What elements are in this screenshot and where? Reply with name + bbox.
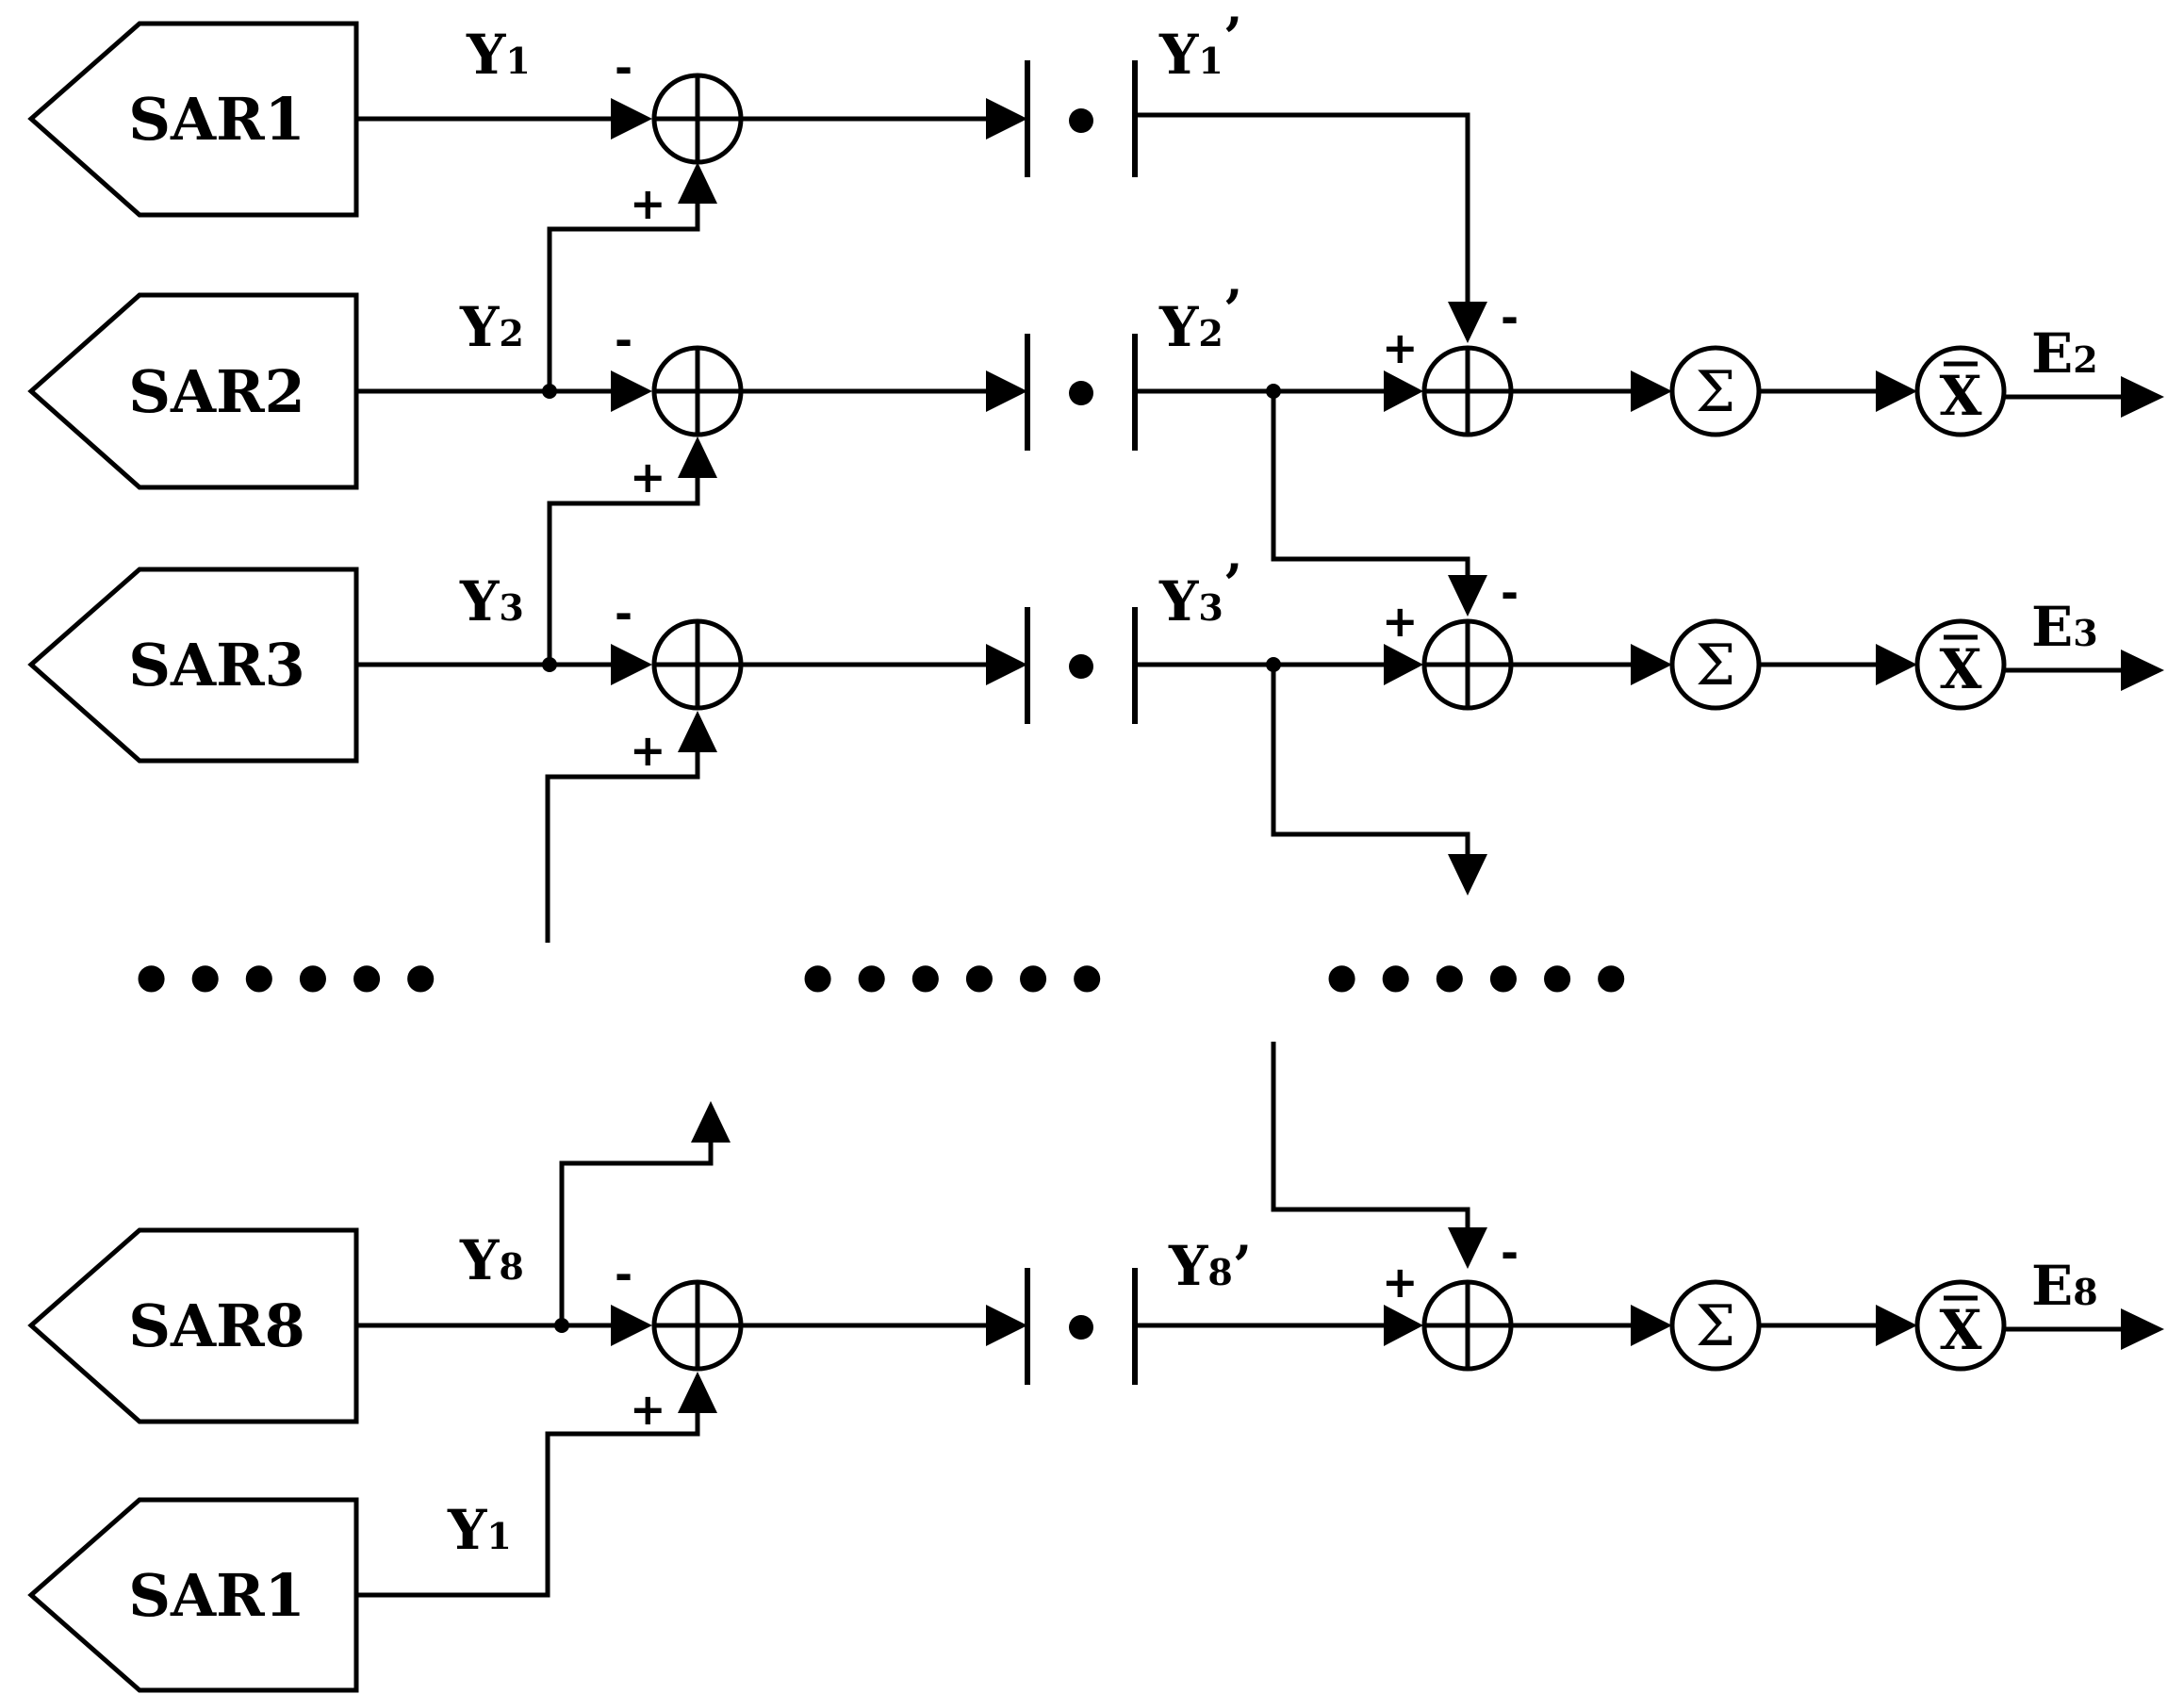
signal-y2: Y2 bbox=[459, 295, 524, 359]
abs-block-3 bbox=[1025, 607, 1138, 724]
minus-sign: - bbox=[1501, 1227, 1519, 1278]
sar1-box: SAR1 bbox=[27, 21, 359, 218]
ellipsis-sources: •••••• bbox=[127, 937, 451, 1025]
minus-sign: - bbox=[615, 42, 632, 93]
sar1-label: SAR1 bbox=[128, 85, 305, 154]
mean-block-2: X bbox=[1914, 345, 2007, 437]
ellipsis-abs: •••••• bbox=[794, 937, 1117, 1025]
minus-sign: - bbox=[615, 588, 632, 639]
ellipsis-diff: •••••• bbox=[1318, 937, 1641, 1025]
mean-block-3: X bbox=[1914, 618, 2007, 711]
sar3-label: SAR3 bbox=[128, 631, 305, 699]
output-e2: E2 bbox=[2031, 321, 2098, 386]
plus-sign: + bbox=[1382, 322, 1419, 373]
sum-block-2: Σ bbox=[1669, 345, 1762, 437]
minus-sign: - bbox=[615, 315, 632, 366]
diff-junction-3 bbox=[1421, 618, 1514, 711]
sum-junction-3 bbox=[651, 618, 744, 711]
sar2-label: SAR2 bbox=[128, 357, 305, 426]
sum-junction-8 bbox=[651, 1279, 744, 1372]
sar1-bottom-label: SAR1 bbox=[128, 1561, 305, 1630]
sigma-symbol: Σ bbox=[1696, 633, 1735, 699]
sum-block-3: Σ bbox=[1669, 618, 1762, 711]
signal-y1: Y1 bbox=[466, 23, 531, 87]
signal-y1-bottom: Y1 bbox=[447, 1498, 512, 1562]
minus-sign: - bbox=[1501, 567, 1519, 618]
sar2-box: SAR2 bbox=[27, 292, 359, 490]
mean-symbol: X bbox=[1939, 1298, 1981, 1362]
sigma-symbol: Σ bbox=[1696, 359, 1735, 425]
plus-sign: + bbox=[630, 725, 666, 776]
abs-block-2 bbox=[1025, 334, 1138, 451]
signal-y2-prime: Y2’ bbox=[1158, 278, 1242, 359]
plus-sign: + bbox=[1382, 596, 1419, 647]
diff-junction-2 bbox=[1421, 345, 1514, 437]
plus-sign: + bbox=[630, 1384, 666, 1435]
minus-sign: - bbox=[1501, 292, 1519, 343]
sum-block-8: Σ bbox=[1669, 1279, 1762, 1372]
signal-y1-prime: Y1’ bbox=[1158, 6, 1242, 87]
signal-y3: Y3 bbox=[459, 569, 524, 633]
abs-block-1 bbox=[1025, 60, 1138, 177]
minus-sign: - bbox=[615, 1249, 632, 1300]
abs-block-8 bbox=[1025, 1268, 1138, 1385]
diff-junction-8 bbox=[1421, 1279, 1514, 1372]
sar8-box: SAR8 bbox=[27, 1227, 359, 1424]
signal-y8: Y8 bbox=[459, 1228, 524, 1292]
plus-sign: + bbox=[1382, 1257, 1419, 1308]
sar1-bottom-box: SAR1 bbox=[27, 1497, 359, 1693]
mean-symbol: X bbox=[1939, 637, 1981, 701]
mean-symbol: X bbox=[1939, 364, 1981, 428]
sum-junction-2 bbox=[651, 345, 744, 437]
plus-sign: + bbox=[630, 452, 666, 502]
output-e3: E3 bbox=[2031, 595, 2098, 659]
sar8-label: SAR8 bbox=[128, 1291, 305, 1360]
signal-y3-prime: Y3’ bbox=[1158, 552, 1242, 633]
plus-sign: + bbox=[630, 178, 666, 229]
output-e8: E8 bbox=[2031, 1254, 2098, 1318]
sum-junction-1 bbox=[651, 73, 744, 165]
sigma-symbol: Σ bbox=[1696, 1293, 1735, 1359]
signal-y8-prime: Y8’ bbox=[1168, 1234, 1252, 1298]
mean-block-8: X bbox=[1914, 1279, 2007, 1372]
sar3-box: SAR3 bbox=[27, 567, 359, 764]
